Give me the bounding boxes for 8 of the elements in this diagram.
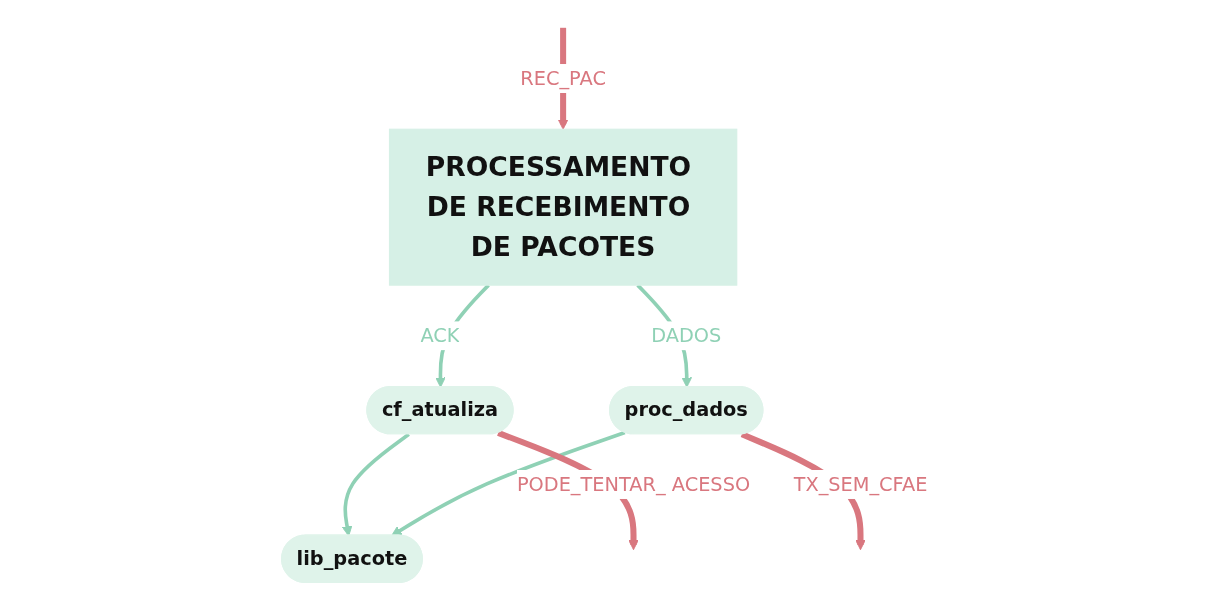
arrow <box>341 432 410 537</box>
edge-label: PODE_TENTAR_ ACESSO <box>516 472 751 496</box>
arrow <box>391 430 626 537</box>
edge-label: DADOS <box>651 323 722 347</box>
edge-label: TX_SEM_CFAE <box>793 472 928 496</box>
node-box: PROCESSAMENTO DE RECEBIMENTO DE PACOTES <box>388 128 738 286</box>
edge-label: REC_PAC <box>520 66 606 90</box>
edge-label: ACK <box>420 323 460 347</box>
